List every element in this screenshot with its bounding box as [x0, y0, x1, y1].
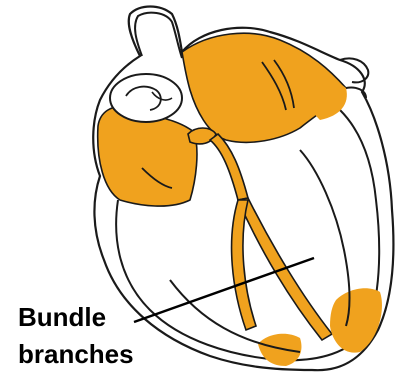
label-line-2: branches [18, 339, 134, 369]
label-line-1: Bundle [18, 302, 106, 332]
